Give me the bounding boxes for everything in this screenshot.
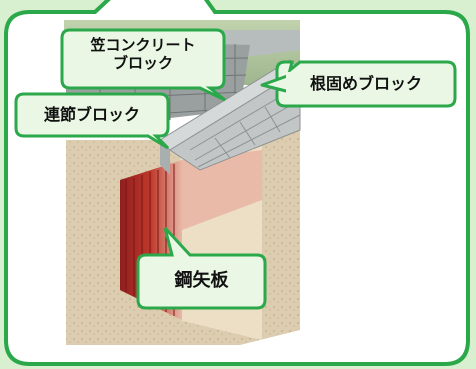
- label-kasa-line2: ブロック: [112, 54, 173, 72]
- pile-side: [182, 150, 262, 230]
- callout-negatame-bubble: [275, 60, 457, 108]
- label-negatame-text: 根固めブロック: [309, 74, 422, 93]
- label-negatame-block: 根固めブロック: [285, 74, 447, 93]
- label-renmaku-block: 連節ブロック: [22, 105, 162, 124]
- callout-kasa-bubble: [60, 28, 226, 102]
- label-kouyaita: 鋼矢板: [146, 270, 257, 292]
- label-kasa-block: 笠コンクリート ブロック: [70, 36, 216, 72]
- label-renmaku-text: 連節ブロック: [43, 105, 140, 124]
- callout-kouyaita-bubble: [136, 226, 267, 310]
- toe-blocks: [169, 69, 301, 171]
- callout-renmaku-bubble: [14, 92, 170, 150]
- label-kasa-line1: 笠コンクリート: [90, 36, 196, 54]
- label-kouyaita-text: 鋼矢板: [174, 270, 229, 291]
